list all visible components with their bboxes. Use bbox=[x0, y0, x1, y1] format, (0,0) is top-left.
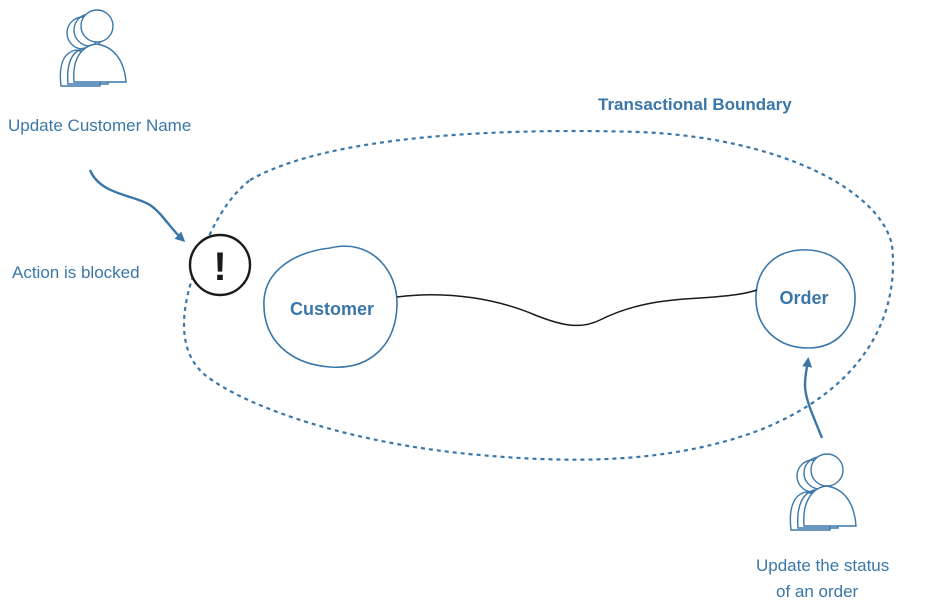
user-group-icon bbox=[789, 453, 857, 531]
boundary-label: Transactional Boundary bbox=[598, 95, 792, 114]
actor-left-label: Update Customer Name bbox=[8, 116, 192, 135]
actor-right-label-line1: Update the status bbox=[756, 556, 890, 575]
blocked-label: Action is blocked bbox=[12, 263, 140, 282]
transactional-boundary bbox=[182, 129, 895, 461]
customer-label: Customer bbox=[290, 299, 374, 319]
user-group-icon bbox=[59, 9, 127, 87]
order-node bbox=[755, 249, 856, 349]
warning-symbol: ! bbox=[213, 245, 226, 289]
customer-node bbox=[263, 245, 398, 368]
actor-right-label-line2: of an order bbox=[776, 582, 859, 601]
relation-line bbox=[396, 289, 758, 327]
arrow-icon bbox=[802, 357, 824, 439]
arrow-icon bbox=[88, 169, 186, 243]
warning-icon: ! bbox=[188, 233, 252, 297]
order-label: Order bbox=[779, 288, 828, 308]
